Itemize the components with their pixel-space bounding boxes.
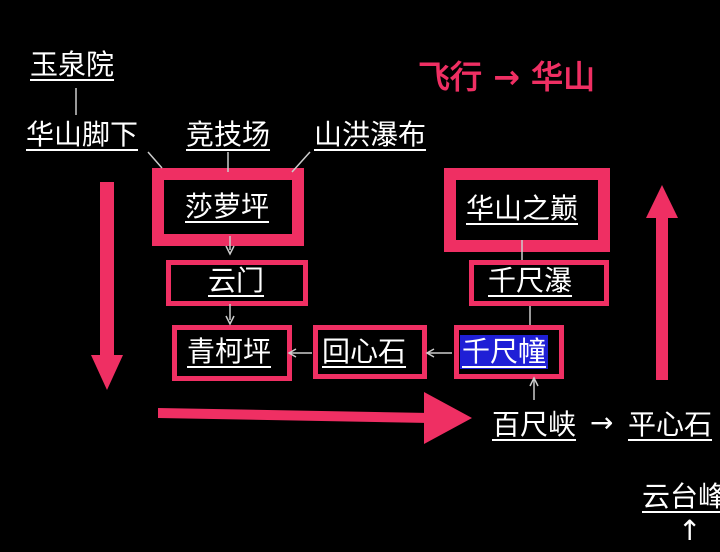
node-huixinshi: 回心石 xyxy=(322,335,407,368)
node-pingxinshi: 平心石 xyxy=(628,408,713,441)
arrow-text-baichixia-pingxinshi: → xyxy=(590,406,614,439)
up-arrow-shaft xyxy=(656,210,668,380)
up-arrow-head xyxy=(646,185,678,218)
yunmen-box xyxy=(166,260,308,306)
huashan-zhidian-box xyxy=(444,168,610,252)
down-arrow-shaft xyxy=(100,182,114,362)
connector-shanhong-shaluoping xyxy=(291,151,311,173)
node-jingjichang: 竞技场 xyxy=(186,118,271,151)
node-shanhong-pubu: 山洪瀑布 xyxy=(314,118,427,151)
arrow-text-up-yuntaifeng: ↑ xyxy=(678,514,702,547)
node-yunmen: 云门 xyxy=(208,264,265,297)
shaluoping-box xyxy=(152,168,304,246)
down-arrow-head xyxy=(91,355,123,390)
huixinshi-box xyxy=(313,325,427,379)
thin-connector-lines xyxy=(75,88,539,400)
node-shaluoping: 莎萝坪 xyxy=(185,190,270,223)
node-baichixia: 百尺峡 xyxy=(492,408,577,441)
qianchipu-box xyxy=(469,260,609,306)
node-qianchipu: 千尺瀑 xyxy=(488,264,573,297)
node-qianchichuang[interactable]: 千尺幢 xyxy=(460,335,549,369)
right-arrow-shaft xyxy=(158,408,430,423)
node-yuntaifeng: 云台峰 xyxy=(642,480,720,513)
node-yuquanyuan: 玉泉院 xyxy=(30,48,115,81)
route-arrows xyxy=(91,182,678,444)
node-huashan-jiaoxia: 华山脚下 xyxy=(26,118,139,151)
connector-baichixia-qianchichuang-head xyxy=(529,376,539,387)
page-title: 飞行 → 华山 xyxy=(418,58,596,96)
right-arrow-head xyxy=(424,392,472,444)
connector-yunmen-qingkeping-head xyxy=(225,315,235,326)
node-qingkeping: 青柯坪 xyxy=(187,335,272,368)
connector-jiaoxia-shaluoping xyxy=(147,151,163,169)
connector-huixinshi-qingkeping-head xyxy=(287,348,297,358)
connector-shaluoping-yunmen-head xyxy=(225,245,235,256)
qianchichuang-box xyxy=(454,325,564,379)
node-huashan-zhidian: 华山之巅 xyxy=(466,192,579,225)
connector-qianchichuang-huixinshi-head xyxy=(425,348,435,358)
